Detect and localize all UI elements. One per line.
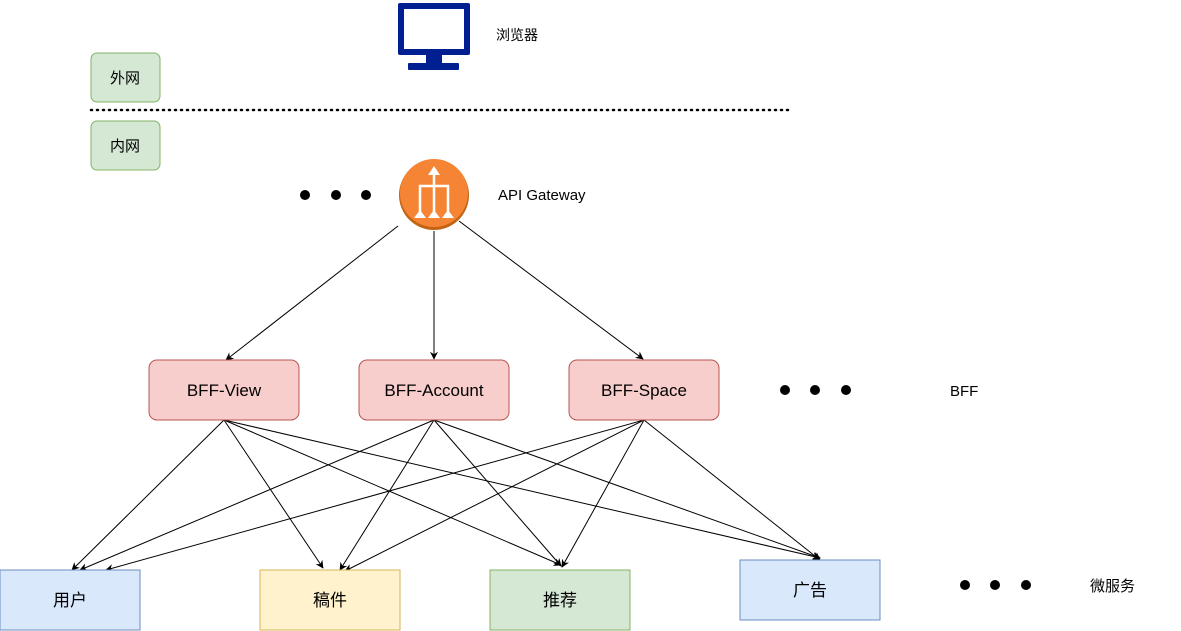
service-node-label: 推荐 [543,591,577,610]
bff-node-account: BFF-Account [358,359,510,421]
service-node-recommend: 推荐 [489,569,631,631]
service-node-user: 用户 [0,569,141,631]
internal-network-box: 内网 [90,120,161,171]
bff-to-service-edges [71,419,821,572]
bff-node-label: BFF-Space [601,381,687,400]
bff-node-view: BFF-View [148,359,300,421]
microservices-layer-label: 微服务 [1090,578,1135,595]
bff-node-label: BFF-Account [384,381,483,400]
bff-layer-label: BFF [950,383,978,400]
external-network-box: 外网 [90,52,161,103]
ellipsis-dots-bff [780,385,851,395]
browser-label: 浏览器 [496,27,538,43]
bff-node-label: BFF-View [187,381,262,400]
external-network-label: 外网 [110,70,140,87]
ellipsis-dots-services [960,580,1031,590]
api-gateway-label: API Gateway [498,187,586,204]
gateway-to-bff-edges [225,220,644,361]
bff-node-space: BFF-Space [568,359,720,421]
api-gateway-icon [399,159,469,230]
service-node-label: 用户 [53,591,87,610]
service-node-ad: 广告 [739,559,881,621]
browser-monitor-icon [398,3,470,70]
internal-network-label: 内网 [110,138,140,155]
ellipsis-dots-gateway [300,190,371,200]
service-node-label: 稿件 [313,591,347,610]
service-node-label: 广告 [793,581,827,600]
service-node-manuscript: 稿件 [259,569,401,631]
